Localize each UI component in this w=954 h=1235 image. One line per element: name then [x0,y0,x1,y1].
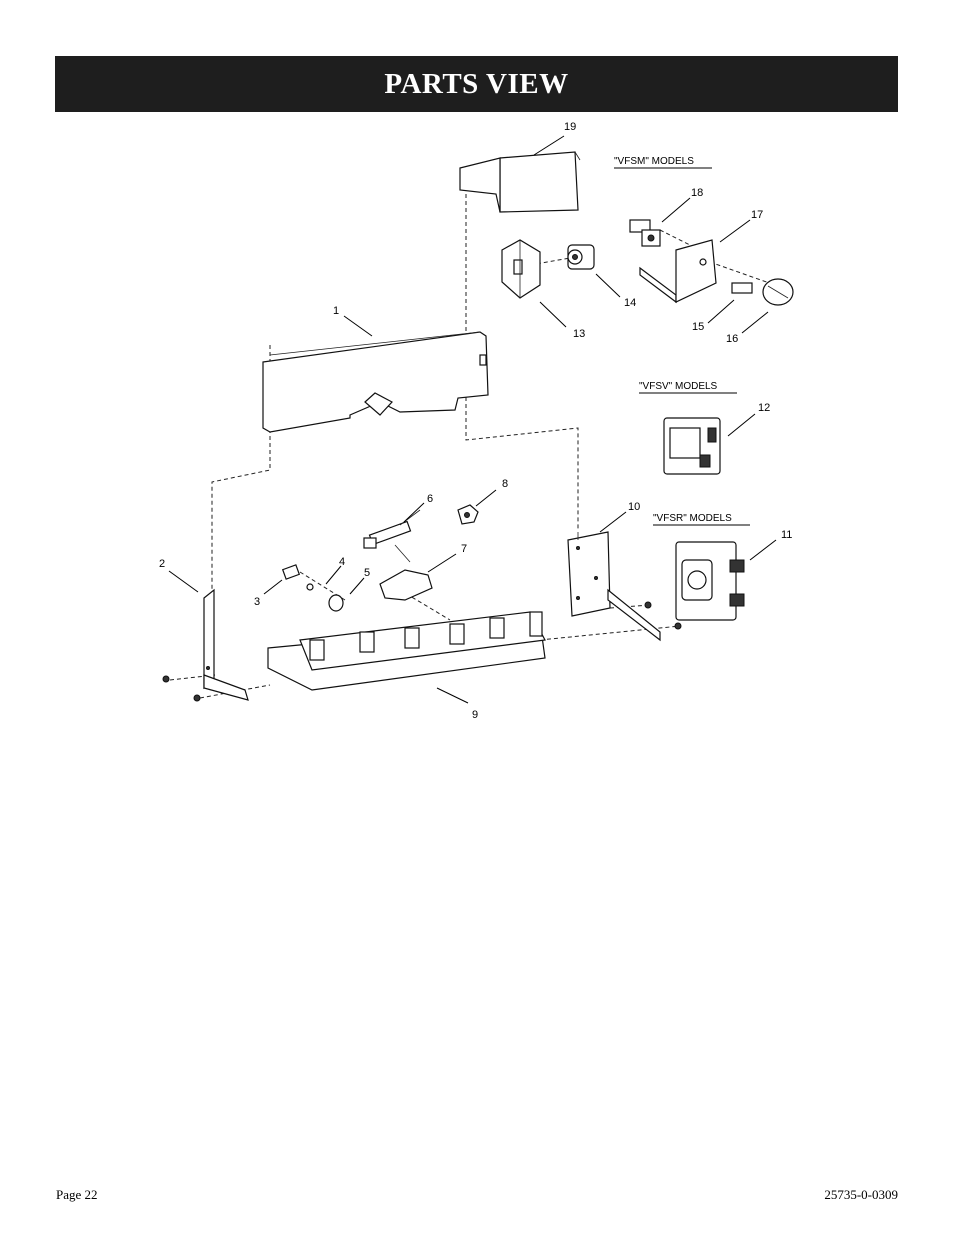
callout-1: 1 [333,305,339,317]
part-17-vfsm-bracket [639,239,717,304]
part-1-front-panel [262,331,489,433]
part-7-pilot-shield [379,569,433,601]
part-2-left-bracket [203,588,249,701]
screws [162,601,682,702]
callout-12: 12 [758,402,770,414]
header-bar: PARTS VIEW [55,56,898,112]
part-19-top-bracket [459,151,581,213]
callout-6: 6 [427,493,433,505]
part-13-valve-bracket [501,239,541,299]
part-10-right-bracket [567,531,661,642]
callout-3: 3 [254,596,260,608]
callout-2: 2 [159,558,165,570]
parts-exploded-diagram: "VFSM" MODELS "VFSV" MODELS "VFSR" MODEL… [159,121,794,721]
callout-11: 11 [781,529,792,541]
callout-17: 17 [751,209,763,221]
callout-14: 14 [624,297,636,309]
callout-18: 18 [691,187,703,199]
part-11-vfsr-valve [675,541,745,621]
callout-16: 16 [726,333,738,345]
callout-leaders [168,135,777,704]
callout-9: 9 [472,709,478,721]
part-9-burner-base [267,611,546,691]
callout-19: 19 [564,121,576,133]
callout-numbers: 1 2 3 4 5 6 7 8 9 10 11 12 13 14 15 16 1… [159,121,792,721]
callout-5: 5 [364,567,370,579]
callout-15: 15 [692,321,704,333]
document-number: 25735-0-0309 [824,1187,898,1202]
part-8-fitting [457,504,479,525]
vfsr-models-label: "VFSR" MODELS [653,513,732,524]
page-number: Page 22 [56,1187,98,1202]
callout-10: 10 [628,501,640,513]
page-title: PARTS VIEW [384,67,569,100]
part-12-vfsv-valve [663,417,721,475]
vfsm-models-label: "VFSM" MODELS [614,156,694,167]
vfsv-models-label: "VFSV" MODELS [639,381,718,392]
callout-4: 4 [339,556,345,568]
model-labels: "VFSM" MODELS "VFSV" MODELS "VFSR" MODEL… [614,156,750,526]
part-6-pilot-assembly [363,509,421,563]
callout-13: 13 [573,328,585,340]
part-15-16-knob [731,278,794,306]
part-14-valve [567,244,595,270]
part-18-vfsm-valve [629,219,661,247]
callout-8: 8 [502,478,508,490]
callout-7: 7 [461,543,467,555]
parts-3-4-5-fittings [281,564,344,612]
